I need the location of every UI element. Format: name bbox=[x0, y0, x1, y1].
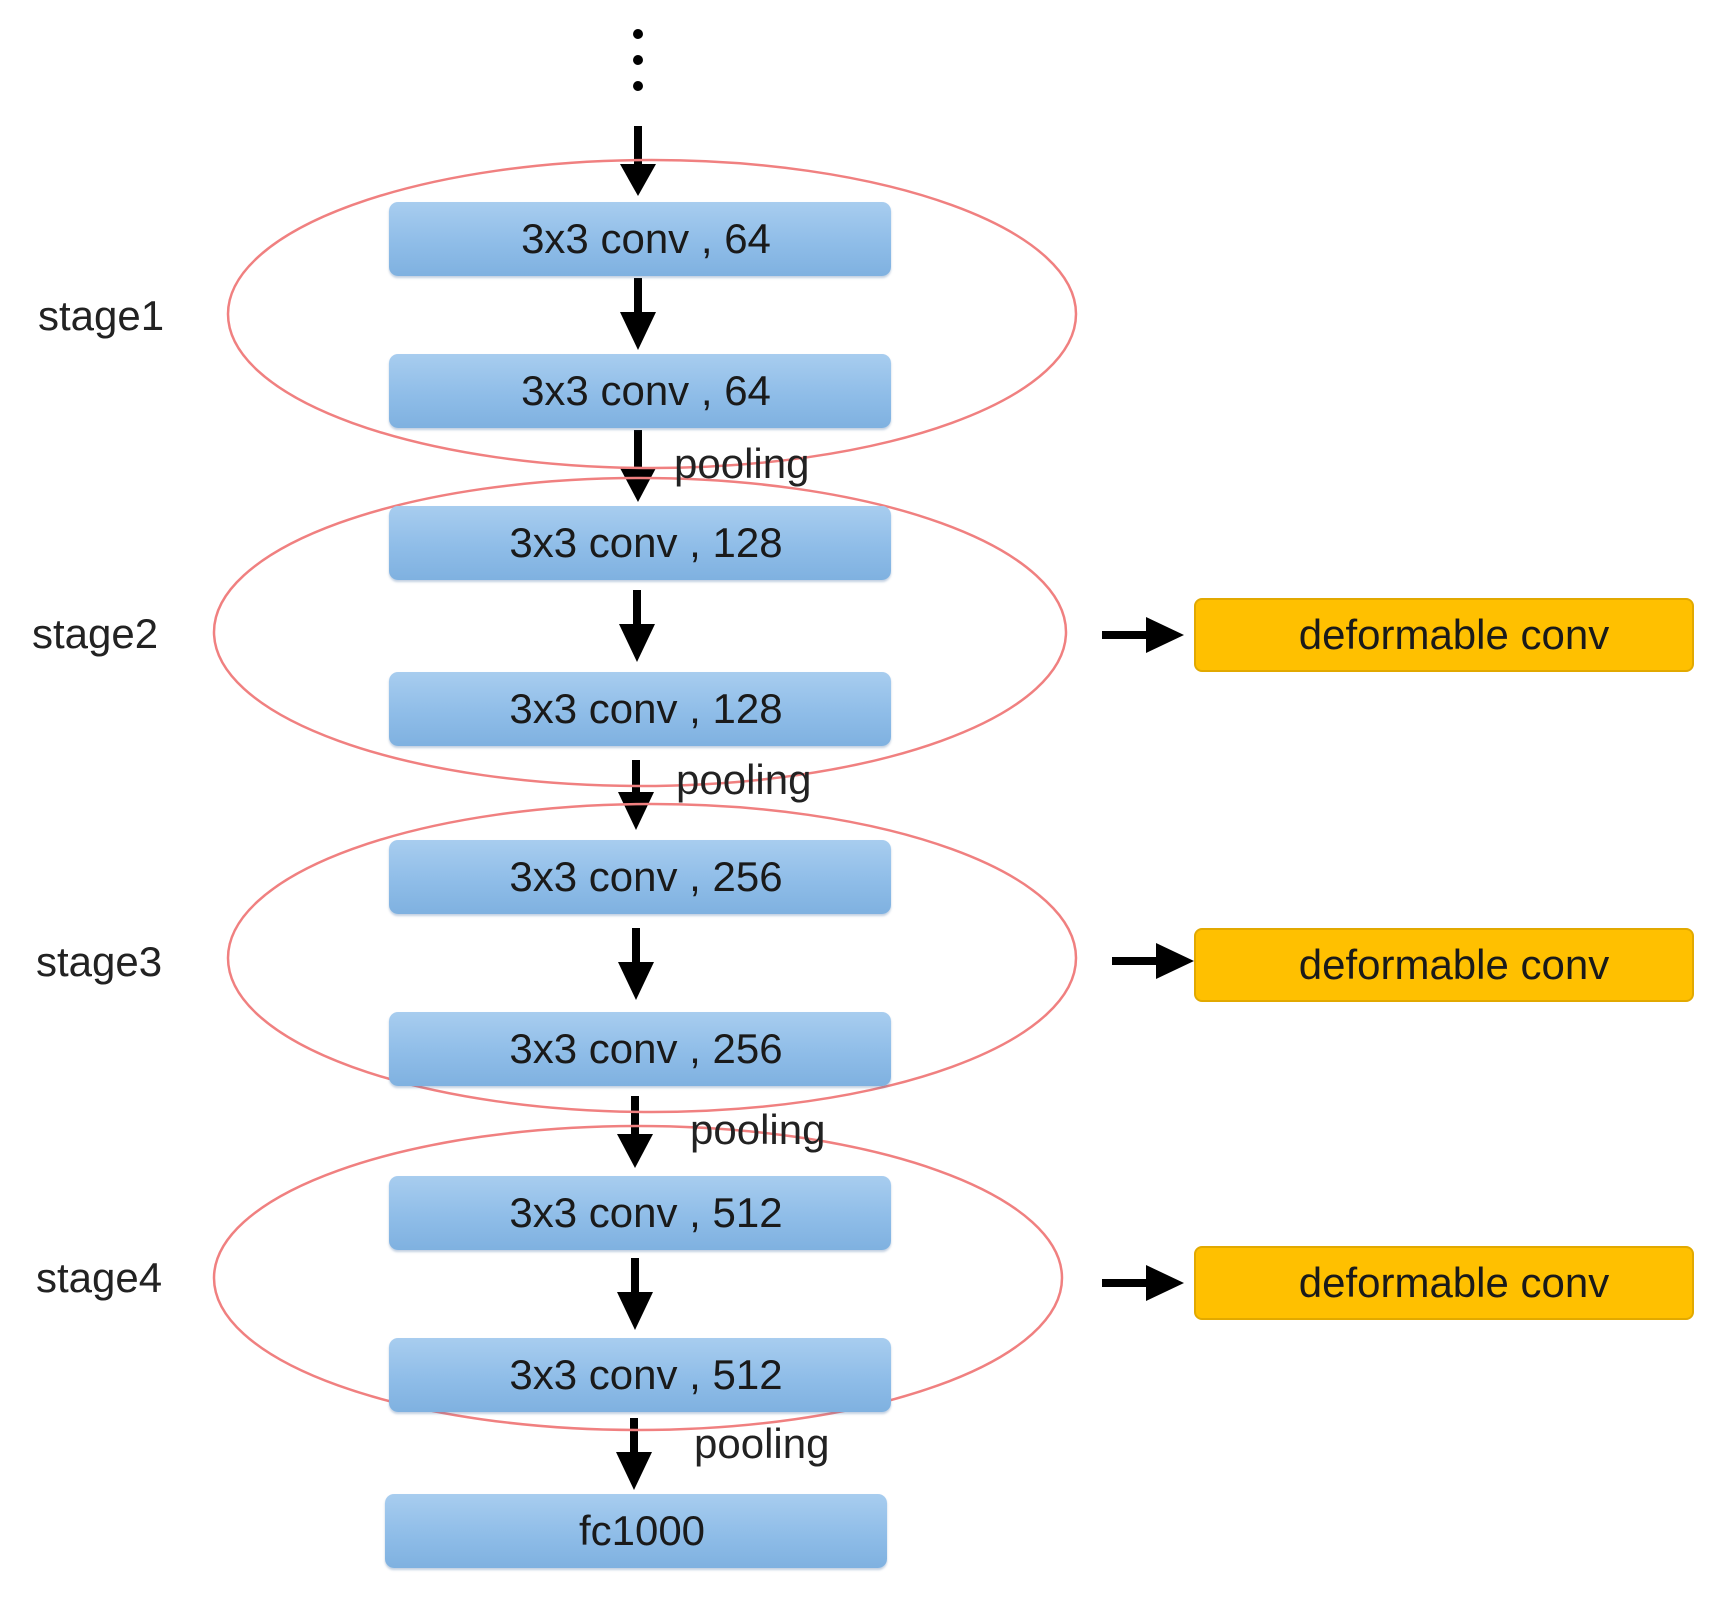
arrow-pool-3 bbox=[617, 1096, 653, 1168]
deformable-conv-2: deformable conv bbox=[1194, 928, 1694, 1002]
layer-conv2-2: 3x3 conv , 128 bbox=[389, 672, 891, 746]
layer-label: 3x3 conv , 64 bbox=[521, 215, 771, 262]
arrow-to-deformable-3 bbox=[1102, 1265, 1184, 1301]
layer-label: 3x3 conv , 512 bbox=[509, 1189, 783, 1236]
layer-conv1-1: 3x3 conv , 64 bbox=[389, 202, 891, 276]
pooling-label-1: pooling bbox=[674, 440, 810, 487]
layer-label: 3x3 conv , 512 bbox=[509, 1351, 783, 1398]
layer-conv1-2: 3x3 conv , 64 bbox=[389, 354, 891, 428]
arrow-pool-4 bbox=[616, 1418, 652, 1490]
stage2-label: stage2 bbox=[32, 610, 159, 657]
arrow-to-deformable-2 bbox=[1112, 943, 1194, 979]
arrow-stage4-inner bbox=[617, 1258, 653, 1330]
ellipsis-dot bbox=[633, 81, 643, 91]
arrow-into-stage1 bbox=[620, 126, 656, 196]
ellipsis-dot bbox=[633, 29, 643, 39]
deformable-label: deformable conv bbox=[1298, 1259, 1610, 1306]
layer-conv3-2: 3x3 conv , 256 bbox=[389, 1012, 891, 1086]
deformable-conv-1: deformable conv bbox=[1194, 598, 1694, 672]
arrow-pool-2 bbox=[618, 760, 654, 830]
ellipsis-dots bbox=[633, 29, 643, 91]
arrow-pool-1 bbox=[620, 430, 656, 502]
ellipsis-dot bbox=[633, 55, 643, 65]
pooling-label-2: pooling bbox=[676, 756, 812, 803]
vertical-arrows bbox=[616, 126, 656, 1490]
stage3-ellipse bbox=[226, 802, 1078, 1114]
stage-ellipses bbox=[212, 158, 1078, 1432]
stage2-ellipse bbox=[212, 476, 1068, 788]
layer-fc1000: fc1000 bbox=[385, 1494, 887, 1568]
layer-conv3-1: 3x3 conv , 256 bbox=[389, 840, 891, 914]
pooling-label-3: pooling bbox=[690, 1106, 826, 1153]
arrow-stage2-inner bbox=[619, 590, 655, 662]
layer-label: 3x3 conv , 256 bbox=[509, 1025, 783, 1072]
horizontal-arrows bbox=[1102, 617, 1194, 1301]
layer-conv4-2: 3x3 conv , 512 bbox=[389, 1338, 891, 1412]
pooling-label-4: pooling bbox=[694, 1420, 830, 1467]
layer-label: 3x3 conv , 128 bbox=[509, 685, 783, 732]
arrow-stage3-inner bbox=[618, 928, 654, 1000]
layer-conv4-1: 3x3 conv , 512 bbox=[389, 1176, 891, 1250]
stage1-label: stage1 bbox=[38, 292, 165, 339]
deformable-label: deformable conv bbox=[1298, 941, 1610, 988]
arrow-to-deformable-1 bbox=[1102, 617, 1184, 653]
layer-label: 3x3 conv , 128 bbox=[509, 519, 783, 566]
layer-label: 3x3 conv , 64 bbox=[521, 367, 771, 414]
layer-label: fc1000 bbox=[578, 1507, 706, 1554]
layer-label: 3x3 conv , 256 bbox=[509, 853, 783, 900]
deformable-label: deformable conv bbox=[1298, 611, 1610, 658]
stage1-ellipse bbox=[226, 158, 1078, 470]
deformable-conv-3: deformable conv bbox=[1194, 1246, 1694, 1320]
arrow-stage1-inner bbox=[620, 278, 656, 350]
stage4-ellipse bbox=[212, 1124, 1064, 1432]
layer-conv2-1: 3x3 conv , 128 bbox=[389, 506, 891, 580]
stage4-label: stage4 bbox=[36, 1254, 163, 1301]
stage3-label: stage3 bbox=[36, 938, 163, 985]
